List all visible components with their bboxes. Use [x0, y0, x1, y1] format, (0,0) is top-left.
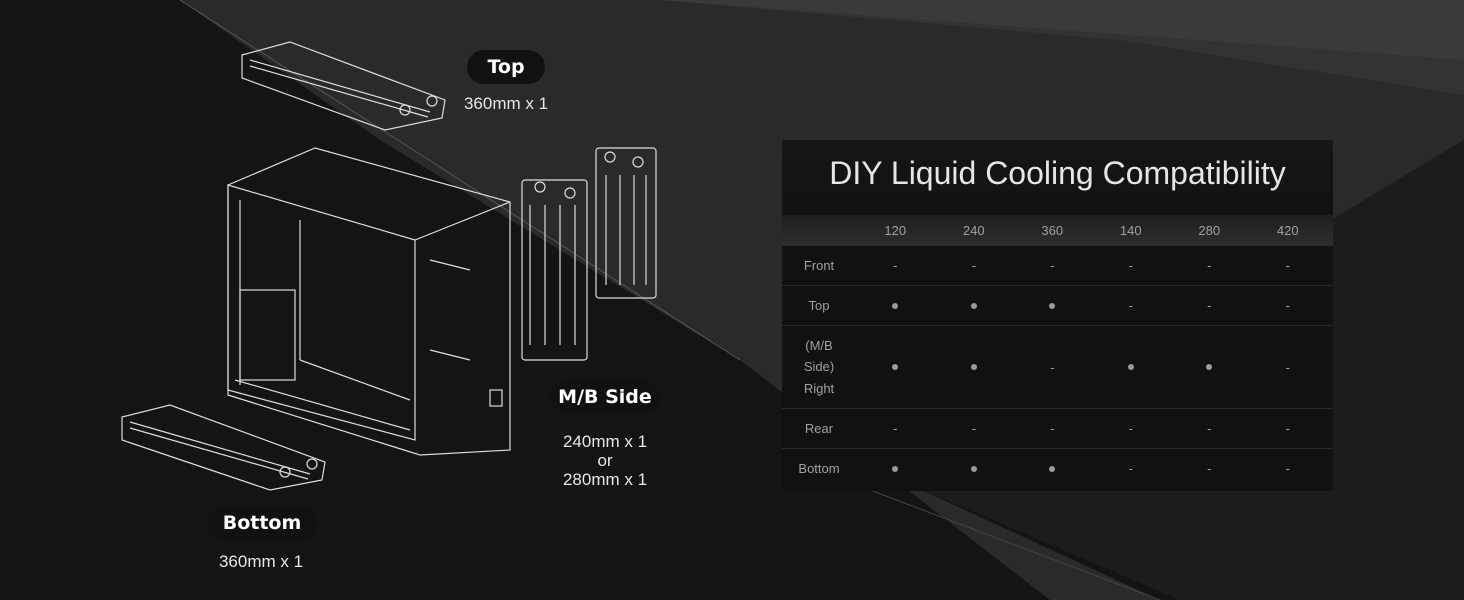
bottom-size: 360mm x 1: [218, 552, 304, 571]
table-row: Bottom - - -: [782, 448, 1333, 488]
column-header: 120: [884, 222, 907, 238]
mb-side-or: or: [597, 451, 613, 470]
table-cell: [856, 449, 935, 488]
header-corner: [782, 215, 856, 245]
table-cell: -: [1050, 359, 1055, 375]
table-row: Front - - - - - -: [782, 245, 1333, 285]
table-cell: -: [1285, 421, 1290, 436]
supported-dot: [1049, 465, 1056, 472]
table-cell: -: [971, 421, 976, 436]
table-cell: -: [1128, 421, 1133, 436]
table-cell: -: [1128, 258, 1133, 273]
top-badge: Top: [467, 50, 545, 84]
table-row: Rear - - - - - -: [782, 408, 1333, 448]
column-header: 240: [962, 222, 985, 238]
column-header: 140: [1119, 222, 1142, 238]
table-cell: -: [1207, 258, 1212, 273]
table-cell: -: [1050, 258, 1055, 273]
row-label: Top: [808, 297, 830, 313]
mb-side-size-240: 240mm x 1: [562, 432, 648, 451]
table-cell: -: [1128, 298, 1133, 313]
supported-dot: [970, 465, 977, 472]
column-header: 280: [1198, 222, 1221, 238]
table-cell: [935, 449, 1014, 488]
supported-dot: [892, 364, 899, 370]
table-cell: [1170, 326, 1249, 408]
table-title: DIY Liquid Cooling Compatibility: [782, 140, 1333, 215]
table-cell: -: [971, 258, 976, 273]
mb-side-badge: M/B Side: [550, 380, 660, 414]
mb-side-size: 240mm x 1 or 280mm x 1: [545, 432, 665, 489]
table-cell: -: [1285, 461, 1290, 476]
table-cell: -: [1207, 461, 1212, 476]
row-label: Front: [803, 257, 835, 273]
top-size: 360mm x 1: [463, 94, 549, 113]
table-cell: -: [1285, 359, 1290, 375]
supported-dot: [892, 302, 899, 309]
column-header: 420: [1276, 222, 1299, 238]
top-radiator-drawing: [241, 41, 446, 131]
row-label: (M/B Side) Right: [803, 337, 835, 396]
side-radiators-drawing: [521, 147, 657, 361]
table-cell: -: [1207, 298, 1212, 313]
table-cell: -: [1285, 298, 1290, 313]
table-cell: -: [893, 421, 898, 436]
bottom-badge: Bottom: [207, 506, 317, 540]
table-header-row: 120 240 360 140 280 420: [782, 215, 1333, 245]
bottom-radiator-drawing: [121, 404, 326, 491]
pc-case-drawing: [227, 147, 511, 456]
table-cell: -: [1285, 258, 1290, 273]
table-cell: -: [1128, 461, 1133, 476]
row-label: Rear: [804, 420, 834, 436]
table-cell: -: [1207, 421, 1212, 436]
table-row: Top - - -: [782, 285, 1333, 325]
compatibility-table: DIY Liquid Cooling Compatibility 120 240 3…: [782, 140, 1333, 491]
table-cell: [935, 326, 1014, 408]
supported-dot: [970, 302, 977, 309]
table-cell: [856, 286, 935, 325]
table-body: Front - - - - - - Top - - - (M/B Side) Right - - Rear -…: [782, 245, 1333, 488]
row-label: Bottom: [798, 460, 840, 476]
table-cell: [856, 326, 935, 408]
mb-side-size-280: 280mm x 1: [562, 470, 648, 489]
supported-dot: [1127, 364, 1134, 370]
supported-dot: [970, 364, 977, 370]
table-cell: [1013, 286, 1092, 325]
table-cell: [1092, 326, 1171, 408]
supported-dot: [1206, 364, 1213, 370]
column-header: 360: [1041, 222, 1064, 238]
supported-dot: [892, 465, 899, 472]
table-row: (M/B Side) Right - -: [782, 325, 1333, 408]
table-cell: [1013, 449, 1092, 488]
table-cell: -: [1050, 421, 1055, 436]
table-cell: -: [893, 258, 898, 273]
table-cell: [935, 286, 1014, 325]
supported-dot: [1049, 302, 1056, 309]
